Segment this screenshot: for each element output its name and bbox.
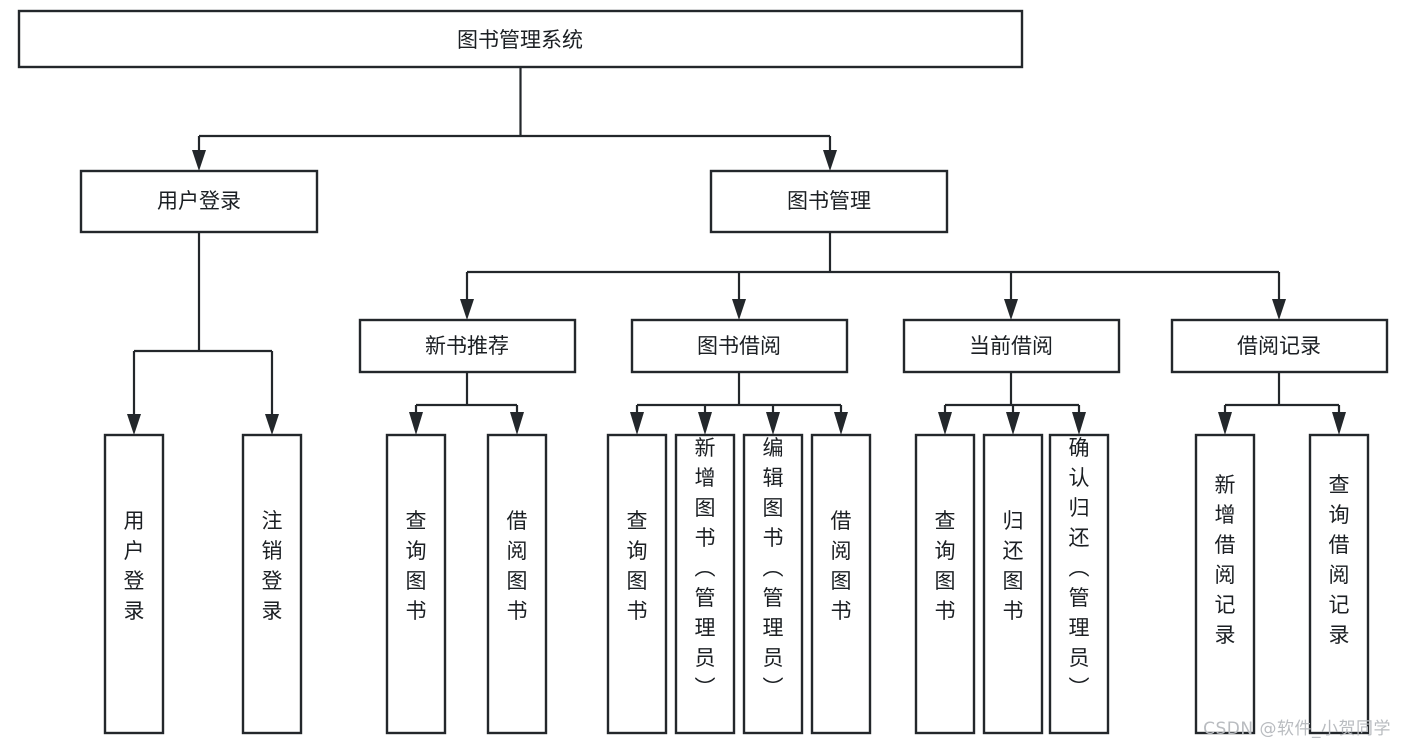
node-root-box[interactable]	[17, 9, 1024, 69]
node-l4-query-book-a-box[interactable]	[385, 433, 447, 735]
node-l4-query-book-b[interactable]: 查询图书	[606, 433, 668, 735]
node-l4-edit-book-box[interactable]	[742, 433, 804, 735]
node-l4-return-book[interactable]: 归还图书	[982, 433, 1044, 735]
node-l4-query-book-a-label: 查询图书	[406, 509, 427, 623]
arrowhead-book-manage	[823, 150, 837, 171]
node-l4-query-record-label: 查询借阅记录	[1329, 473, 1350, 647]
arrowhead-l4-query-book-a	[409, 412, 423, 435]
node-user-login[interactable]: 用户登录	[79, 169, 319, 234]
node-l4-return-book-box[interactable]	[982, 433, 1044, 735]
node-book-manage[interactable]: 图书管理	[709, 169, 949, 234]
node-l4-logout-login-label: 注销登录	[262, 509, 283, 623]
arrowhead-l4-user-login	[127, 414, 141, 435]
node-root[interactable]: 图书管理系统	[17, 9, 1024, 69]
node-l4-confirm-return[interactable]: 确认归还︵管理员︶	[1048, 433, 1110, 735]
node-l4-query-book-c-label: 查询图书	[935, 509, 956, 623]
node-book-manage-box[interactable]	[709, 169, 949, 234]
arrowhead-new-book-rec	[460, 299, 474, 320]
node-book-borrow-label: 图书借阅	[697, 334, 781, 358]
arrowhead-l4-borrow-book-a	[510, 412, 524, 435]
node-l4-add-record[interactable]: 新增借阅记录	[1194, 433, 1256, 735]
node-current-borrow-box[interactable]	[902, 318, 1121, 374]
node-l4-query-record-box[interactable]	[1308, 433, 1370, 735]
node-l4-borrow-book-b-box[interactable]	[810, 433, 872, 735]
node-l4-query-book-c[interactable]: 查询图书	[914, 433, 976, 735]
node-l4-add-book-label: 新增图书︵管理员︶	[695, 436, 716, 700]
arrowhead-l4-add-record	[1218, 412, 1232, 435]
node-l4-add-record-label: 新增借阅记录	[1215, 473, 1236, 647]
node-current-borrow-label: 当前借阅	[969, 334, 1053, 358]
node-borrow-record[interactable]: 借阅记录	[1170, 318, 1389, 374]
arrowhead-borrow-record	[1272, 299, 1286, 320]
arrowhead-l4-confirm-return	[1072, 412, 1086, 435]
arrowhead-current-borrow	[1004, 299, 1018, 320]
node-l4-borrow-book-a-box[interactable]	[486, 433, 548, 735]
node-l4-logout-login-box[interactable]	[241, 433, 303, 735]
node-l4-return-book-label: 归还图书	[1003, 509, 1024, 623]
edge-group-userlogin-to-children	[127, 232, 279, 435]
node-current-borrow[interactable]: 当前借阅	[902, 318, 1121, 374]
node-l4-query-book-b-label: 查询图书	[627, 509, 648, 623]
edge-group-root-to-level2	[192, 67, 837, 171]
arrowhead-l4-query-record	[1332, 412, 1346, 435]
node-l4-borrow-book-b[interactable]: 借阅图书	[810, 433, 872, 735]
node-l4-edit-book-label: 编辑图书︵管理员︶	[763, 436, 784, 700]
edge-group-currentborrow-to-children	[938, 372, 1086, 435]
arrowhead-book-borrow	[732, 299, 746, 320]
node-new-book-rec-label: 新书推荐	[425, 334, 509, 358]
node-l4-borrow-book-b-label: 借阅图书	[831, 509, 852, 623]
node-user-login-box[interactable]	[79, 169, 319, 234]
arrowhead-l4-logout-login	[265, 414, 279, 435]
node-l4-borrow-book-a[interactable]: 借阅图书	[486, 433, 548, 735]
csdn-watermark: CSDN @软件_小贺同学	[1203, 719, 1391, 739]
node-l4-confirm-return-label: 确认归还︵管理员︶	[1069, 436, 1090, 700]
node-borrow-record-label: 借阅记录	[1237, 334, 1321, 358]
node-l4-query-record[interactable]: 查询借阅记录	[1308, 433, 1370, 735]
node-l4-add-record-box[interactable]	[1194, 433, 1256, 735]
arrowhead-l4-borrow-book-b	[834, 412, 848, 435]
arrowhead-l4-edit-book	[766, 412, 780, 435]
node-l4-borrow-book-a-label: 借阅图书	[507, 509, 528, 623]
node-l4-user-login[interactable]: 用户登录	[103, 433, 165, 735]
node-borrow-record-box[interactable]	[1170, 318, 1389, 374]
node-l4-edit-book[interactable]: 编辑图书︵管理员︶	[742, 433, 804, 735]
node-user-login-label: 用户登录	[157, 189, 241, 213]
arrowhead-user-login	[192, 150, 206, 171]
node-l4-user-login-label: 用户登录	[124, 509, 145, 623]
node-book-borrow-box[interactable]	[630, 318, 849, 374]
node-l4-confirm-return-box[interactable]	[1048, 433, 1110, 735]
edge-group-bookborrow-to-children	[630, 372, 848, 435]
node-new-book-rec[interactable]: 新书推荐	[358, 318, 577, 374]
edge-group-bookmanage-to-level3	[460, 232, 1286, 320]
node-l4-query-book-b-box[interactable]	[606, 433, 668, 735]
node-l4-query-book-a[interactable]: 查询图书	[385, 433, 447, 735]
node-l4-user-login-box[interactable]	[103, 433, 165, 735]
node-l4-add-book-box[interactable]	[674, 433, 736, 735]
node-book-manage-label: 图书管理	[787, 189, 871, 213]
arrowhead-l4-query-book-b	[630, 412, 644, 435]
node-book-borrow[interactable]: 图书借阅	[630, 318, 849, 374]
arrowhead-l4-add-book	[698, 412, 712, 435]
edge-group-borrowrecord-to-children	[1218, 372, 1346, 435]
arrowhead-l4-return-book	[1006, 412, 1020, 435]
node-new-book-rec-box[interactable]	[358, 318, 577, 374]
node-l4-query-book-c-box[interactable]	[914, 433, 976, 735]
node-l4-logout-login[interactable]: 注销登录	[241, 433, 303, 735]
arrowhead-l4-query-book-c	[938, 412, 952, 435]
node-l4-add-book[interactable]: 新增图书︵管理员︶	[674, 433, 736, 735]
node-root-label: 图书管理系统	[457, 28, 583, 52]
edge-group-newbookrec-to-children	[409, 372, 524, 435]
